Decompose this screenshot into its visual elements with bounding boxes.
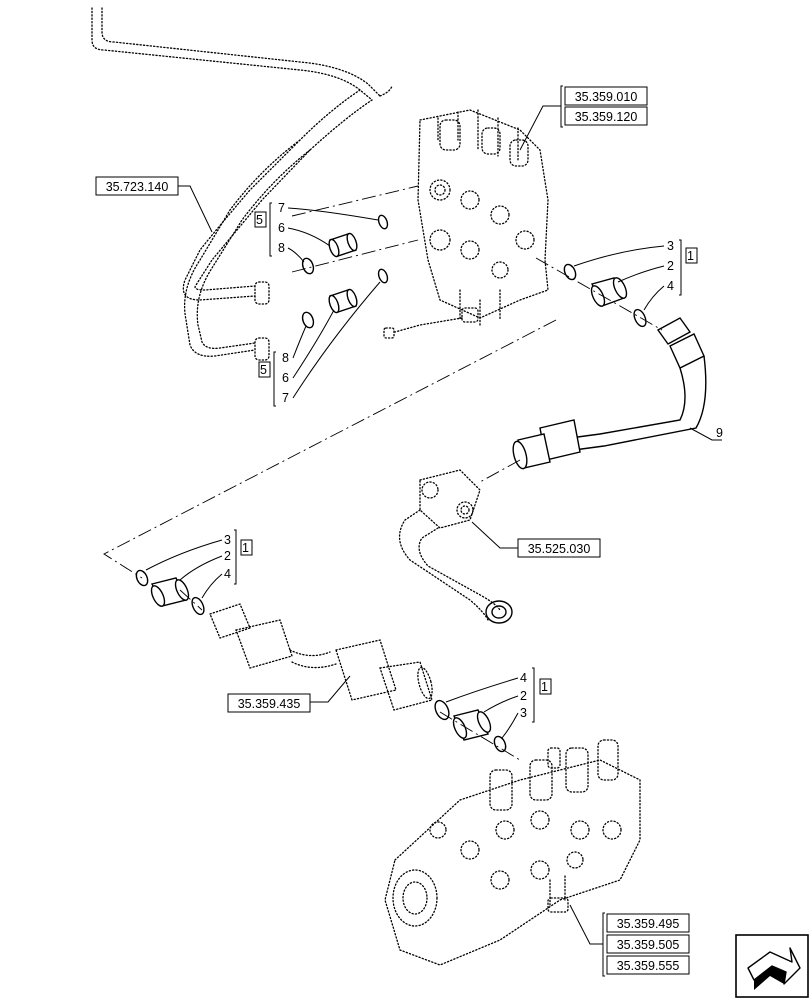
o-ring-4-right	[633, 308, 647, 328]
ref-35-359-435[interactable]: 35.359.435	[227, 693, 311, 713]
ref-35-359-120[interactable]: 35.359.120	[564, 106, 648, 126]
o-ring-8-top	[301, 257, 315, 275]
svg-text:35.359.505: 35.359.505	[617, 938, 680, 952]
svg-text:4: 4	[520, 671, 527, 685]
callout-9: 9	[689, 426, 723, 441]
hose-35-359-435	[209, 603, 433, 711]
svg-text:35.723.140: 35.723.140	[106, 180, 169, 194]
lower-control-valve	[384, 739, 641, 966]
svg-text:35.359.495: 35.359.495	[617, 917, 680, 931]
fitting-upper-left-bottom	[328, 288, 358, 314]
lower-right-fittings	[434, 699, 507, 753]
svg-text:35.359.010: 35.359.010	[575, 90, 638, 104]
svg-text:3: 3	[224, 533, 231, 547]
middle-left-fittings	[135, 569, 205, 616]
svg-text:35.359.120: 35.359.120	[575, 110, 638, 124]
ref-35-359-495[interactable]: 35.359.495	[606, 913, 690, 933]
o-ring-3-lower	[493, 735, 507, 753]
o-ring-4-lower	[434, 699, 450, 721]
svg-text:5: 5	[256, 213, 263, 227]
ref-35-359-010[interactable]: 35.359.010	[564, 86, 648, 106]
svg-text:2: 2	[667, 259, 674, 273]
svg-text:1: 1	[242, 541, 249, 555]
centre-lines	[103, 185, 663, 761]
svg-text:9: 9	[716, 426, 723, 440]
svg-text:8: 8	[282, 351, 289, 365]
right-upper-fittings	[563, 263, 647, 328]
svg-text:35.525.030: 35.525.030	[528, 542, 591, 556]
callout-group-middle-left: 3 2 4 1	[145, 529, 253, 599]
ref-35-723-140[interactable]: 35.723.140	[95, 176, 179, 196]
svg-text:3: 3	[520, 706, 527, 720]
svg-text:7: 7	[278, 201, 285, 215]
ref-35-359-555[interactable]: 35.359.555	[606, 955, 690, 975]
svg-text:5: 5	[260, 363, 267, 377]
svg-text:2: 2	[520, 689, 527, 703]
svg-text:35.359.435: 35.359.435	[238, 697, 301, 711]
svg-text:6: 6	[278, 221, 285, 235]
callout-group-right-upper: 3 2 4 1	[573, 239, 698, 311]
svg-text:2: 2	[224, 549, 231, 563]
upper-fittings-left	[301, 214, 389, 329]
next-page-arrow-icon[interactable]	[735, 934, 809, 998]
o-ring-7-top	[377, 214, 389, 230]
fitting-upper-left-top	[328, 232, 358, 258]
svg-text:1: 1	[541, 680, 548, 694]
loader-pipes-upper	[91, 7, 393, 361]
fitting-2-left	[150, 577, 190, 607]
o-ring-8-bottom	[301, 311, 315, 329]
hose-9	[512, 317, 707, 470]
svg-text:1: 1	[687, 249, 694, 263]
o-ring-4-left	[191, 596, 205, 616]
svg-text:7: 7	[282, 391, 289, 405]
svg-text:8: 8	[278, 241, 285, 255]
fitting-2-lower	[452, 709, 492, 741]
callout-group-lower: 4 2 3 1	[445, 667, 552, 739]
svg-text:6: 6	[282, 371, 289, 385]
svg-text:4: 4	[224, 567, 231, 581]
o-ring-3-left	[135, 569, 149, 587]
ref-35-359-505[interactable]: 35.359.505	[606, 934, 690, 954]
callout-group-upper-left-top: 7 6 8 5	[254, 201, 379, 263]
tee-pipe-35-525-030	[398, 469, 513, 624]
svg-text:35.359.555: 35.359.555	[617, 959, 680, 973]
fitting-2-right	[590, 277, 628, 307]
upper-control-valve	[383, 109, 549, 339]
callout-group-upper-left-bottom: 8 6 7 5	[258, 281, 381, 407]
o-ring-7-bottom	[377, 268, 389, 284]
svg-text:4: 4	[667, 279, 674, 293]
svg-text:3: 3	[667, 239, 674, 253]
ref-35-525-030[interactable]: 35.525.030	[517, 538, 601, 558]
